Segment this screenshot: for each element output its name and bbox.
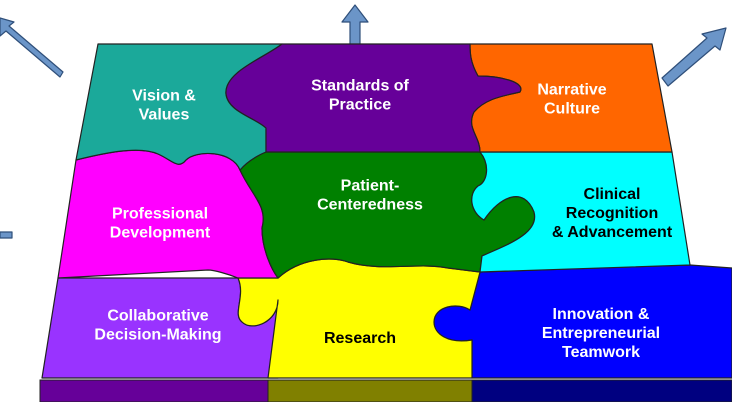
- label-line: Clinical: [584, 186, 641, 203]
- label-line: Narrative: [537, 82, 606, 99]
- label-line: Innovation &: [553, 306, 650, 323]
- label-line: Collaborative: [107, 308, 208, 325]
- base-strip-right: [471, 379, 732, 402]
- arrow-left-stub: [0, 231, 13, 239]
- base-strip-left: [39, 379, 269, 402]
- label-line: Entrepreneurial: [542, 325, 660, 342]
- arrow-up: [341, 4, 369, 46]
- label-line: Vision &: [132, 88, 196, 105]
- label-research: Research: [324, 330, 396, 347]
- label-standards-of-practice: Standards of Practice: [311, 78, 409, 114]
- label-line: Decision-Making: [94, 327, 221, 344]
- label-line: Research: [324, 330, 396, 347]
- base-strip-middle: [267, 379, 473, 402]
- label-patient-centeredness: Patient- Centeredness: [317, 178, 423, 214]
- label-line: Culture: [544, 101, 600, 118]
- label-line: Centeredness: [317, 197, 423, 214]
- label-line: Development: [110, 225, 211, 242]
- label-line: Teamwork: [562, 344, 640, 361]
- label-vision-values: Vision & Values: [132, 88, 196, 124]
- label-line: Values: [139, 107, 190, 124]
- label-line: & Advancement: [552, 224, 673, 241]
- arrow-up-left: [0, 17, 64, 78]
- label-line: Patient-: [341, 178, 400, 195]
- piece-clinical-recognition: [471, 151, 691, 273]
- piece-standards-of-practice: [225, 43, 522, 153]
- label-line: Practice: [329, 97, 391, 114]
- label-line: Professional: [112, 206, 208, 223]
- label-line: Recognition: [566, 205, 658, 222]
- arrow-up-right: [661, 27, 727, 87]
- label-line: Standards of: [311, 78, 409, 95]
